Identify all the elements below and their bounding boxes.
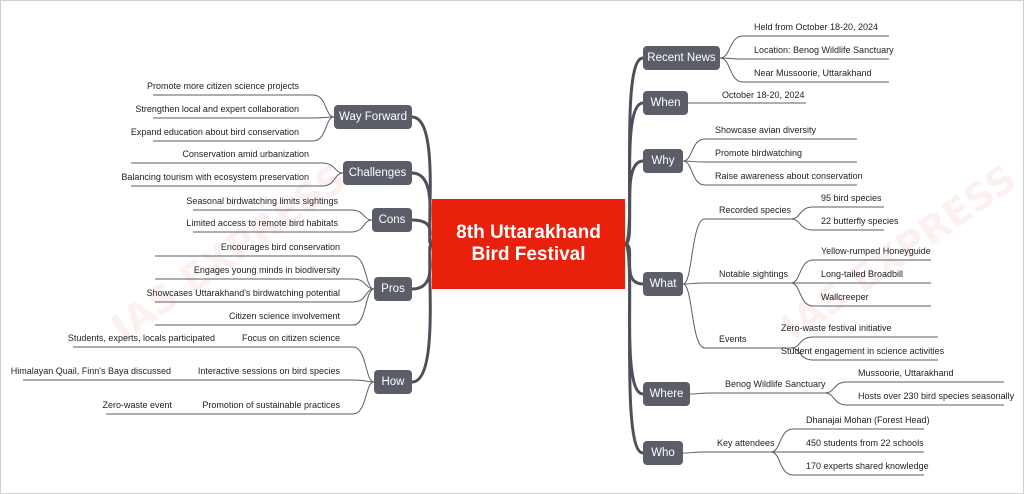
connector-line <box>790 336 938 349</box>
leaf: 450 students from 22 schools <box>806 438 924 448</box>
leaf: Encourages bird conservation <box>220 242 340 252</box>
sub-branch-events: Events <box>719 334 747 344</box>
connector-line <box>411 242 434 384</box>
connector-line <box>682 138 857 162</box>
leaf: Students, experts, locals participated <box>67 333 215 343</box>
leaf: Raise awareness about conservation <box>715 171 863 181</box>
leaf: Held from October 18-20, 2024 <box>754 22 879 32</box>
connector-line <box>131 172 344 187</box>
branch-where[interactable]: Where <box>643 382 690 406</box>
leaf: Location: Benog Wildlife Sanctuary <box>754 45 894 55</box>
connector-line <box>824 381 1004 394</box>
leaf: Engages young minds in biodiversity <box>193 265 340 275</box>
leaf: Balancing tourism with ecosystem preserv… <box>121 172 309 182</box>
connector-line <box>131 162 344 174</box>
connector-line <box>790 347 938 361</box>
connector-line <box>682 218 791 285</box>
leaf: Long-tailed Broadbill <box>821 269 904 279</box>
branch-what[interactable]: What <box>643 272 683 296</box>
branch-challenges[interactable]: Challenges <box>343 161 412 185</box>
connector-line <box>770 428 924 453</box>
branch-pros[interactable]: Pros <box>374 277 412 301</box>
connector-line <box>155 288 375 326</box>
sub-branch-key-attendees: Key attendees <box>717 438 775 448</box>
leaf: Near Mussoorie, Uttarakhand <box>754 68 872 78</box>
branch-cons[interactable]: Cons <box>372 208 412 232</box>
sub-branch-focus: Focus on citizen science <box>241 333 340 343</box>
connector-line <box>719 57 889 60</box>
connector-line <box>790 282 931 307</box>
connector-line <box>193 219 373 233</box>
connector-line <box>719 35 889 59</box>
connector-line <box>770 451 924 476</box>
leaf: October 18-20, 2024 <box>722 90 805 100</box>
branch-how[interactable]: How <box>374 370 412 394</box>
leaf: 22 butterfly species <box>821 216 899 226</box>
leaf: Zero-waste festival initiative <box>781 323 892 333</box>
leaf: Hosts over 230 bird species seasonally <box>858 391 1015 401</box>
connector-line <box>623 242 644 396</box>
leaf: Expand education about bird conservation <box>130 127 299 137</box>
connector-line <box>682 160 857 163</box>
sub-branch-recorded-species: Recorded species <box>719 205 792 215</box>
connector-line <box>193 209 373 221</box>
leaf: Seasonal birdwatching limits sightings <box>186 196 338 206</box>
leaf: Student engagement in science activities <box>781 346 945 356</box>
central-topic[interactable]: 8th Uttarakhand Bird Festival <box>432 199 625 289</box>
connector-line <box>790 259 931 284</box>
connector-line <box>682 282 791 285</box>
leaf: Showcase avian diversity <box>715 125 817 135</box>
connector-line <box>719 57 889 83</box>
leaf: Mussoorie, Uttarakhand <box>858 368 954 378</box>
branch-recent-news[interactable]: Recent News <box>643 46 720 70</box>
central-title-line-2: Bird Festival <box>471 244 586 265</box>
connector-line <box>623 242 644 455</box>
leaf: Conservation amid urbanization <box>182 149 309 159</box>
connector-line <box>155 278 375 290</box>
connector-line <box>682 451 771 454</box>
connector-line <box>155 255 375 290</box>
branch-who[interactable]: Who <box>643 441 683 465</box>
leaf: Strengthen local and expert collaboratio… <box>135 104 299 114</box>
connector-line <box>790 206 884 220</box>
sub-branch-promotion: Promotion of sustainable practices <box>202 400 340 410</box>
leaf: 95 bird species <box>821 193 882 203</box>
sub-branch-notable-sightings: Notable sightings <box>719 269 789 279</box>
connector-line <box>623 56 644 246</box>
branch-when[interactable]: When <box>643 91 688 115</box>
leaf: Himalayan Quail, Finn's Baya discussed <box>10 366 171 376</box>
connector-line <box>624 159 644 246</box>
connector-line <box>824 392 1004 406</box>
connector-line <box>153 116 335 119</box>
connector-line <box>205 379 375 383</box>
leaf: Promote birdwatching <box>715 148 803 158</box>
leaf: Zero-waste event <box>102 400 172 410</box>
leaf: Yellow-rumped Honeyguide <box>821 246 931 256</box>
sub-branch-sessions: Interactive sessions on bird species <box>197 366 340 376</box>
leaf: Citizen science involvement <box>228 311 340 321</box>
leaf: Limited access to remote bird habitats <box>186 218 338 228</box>
connector-line <box>682 160 857 186</box>
leaf: Promote more citizen science projects <box>146 81 299 91</box>
connector-line <box>153 116 335 142</box>
central-title-line-1: 8th Uttarakhand <box>456 222 601 243</box>
connector-line <box>689 392 825 395</box>
branch-why[interactable]: Why <box>643 149 683 173</box>
connector-line <box>623 101 644 246</box>
connector-line <box>790 218 884 231</box>
connector-line <box>205 381 375 415</box>
leaf: Wallcreeper <box>821 292 869 302</box>
connector-line <box>682 283 791 349</box>
connector-line <box>205 346 375 383</box>
leaf: 170 experts shared knowledge <box>806 461 929 471</box>
connector-line <box>153 94 335 118</box>
sub-branch-location: Benog Wildlife Sanctuary <box>725 379 826 389</box>
branch-way-forward[interactable]: Way Forward <box>334 105 412 129</box>
leaf: Dhanajai Mohan (Forest Head) <box>806 415 930 425</box>
leaf: Showcases Uttarakhand's birdwatching pot… <box>146 288 340 298</box>
